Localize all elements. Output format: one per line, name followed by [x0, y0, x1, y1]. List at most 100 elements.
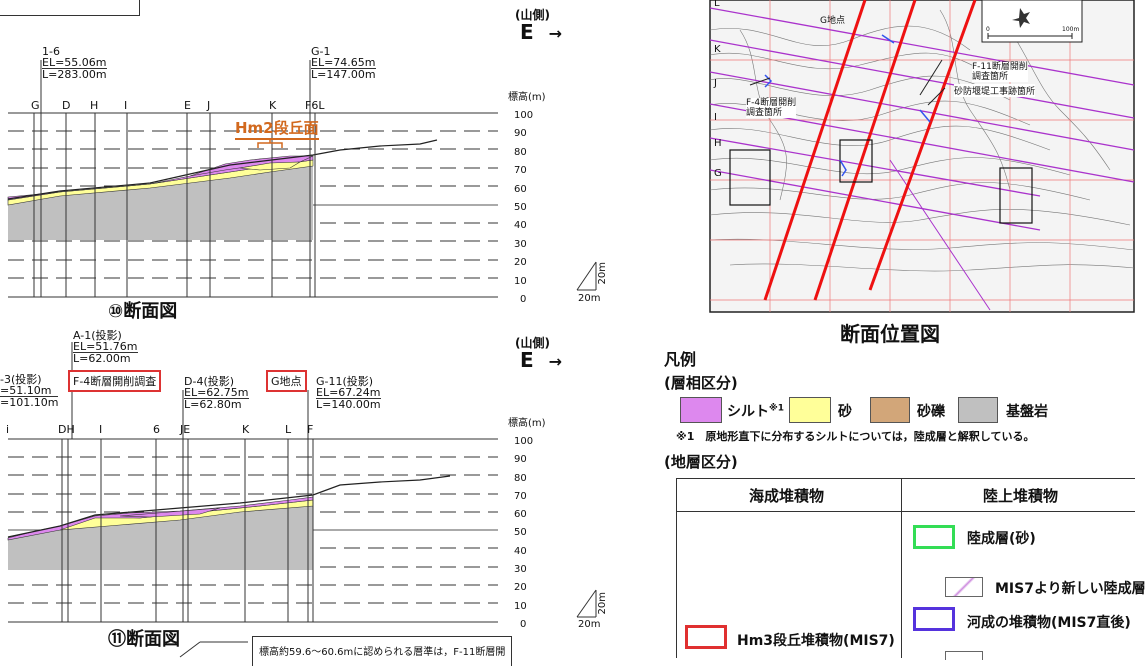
note-text: 標高約59.6～60.6mに認められる層準は，F-11断層開	[259, 647, 506, 658]
borehole-3: -3(投影) =51.10m =101.10m	[0, 373, 59, 408]
direction-indicator: E →	[520, 348, 562, 372]
tick-label: 10	[514, 600, 527, 612]
section-letter: L	[714, 0, 720, 9]
section-letter: G	[714, 168, 722, 179]
direction-indicator: E →	[520, 20, 562, 44]
tick-label: 30	[514, 564, 527, 576]
elevation-axis: 100 90 80 70 60 50 40 30 20 10 0	[514, 107, 533, 309]
tick-label: 70	[514, 490, 527, 502]
marine-label: Hm3段丘堆積物(MIS7)	[737, 633, 895, 649]
line-label: J	[207, 99, 211, 112]
tick-label: 60	[514, 509, 527, 521]
borehole-l: L=283.00m	[42, 68, 107, 81]
section-letter: H	[714, 138, 722, 149]
section-letter: I	[714, 112, 717, 123]
table-divider-h	[677, 511, 1135, 512]
terrestrial-label: 河成の堆積物(MIS7直後)	[967, 615, 1131, 631]
terrace-annotation: Hm2段丘面	[235, 117, 319, 140]
swatch-silt	[680, 397, 722, 423]
scale-horizontal: 20m	[578, 619, 601, 630]
line-label: G	[31, 99, 40, 112]
borehole-l: L=140.00m	[316, 398, 381, 411]
tick-label: 50	[514, 527, 527, 539]
terrestrial-label: 陸成層(砂)	[967, 531, 1036, 547]
map-label-sediment-work: 砂防堰堤工事跡箇所	[954, 84, 1036, 97]
tick-label: 70	[514, 165, 527, 177]
edge-label: i	[6, 423, 10, 436]
line-label: DH	[58, 423, 75, 436]
strata-title: (地層区分)	[664, 453, 738, 471]
map-label-g-point: G地点	[820, 16, 845, 26]
borehole-l: L=62.00m	[73, 352, 131, 365]
tick-label: 10	[514, 275, 527, 287]
section-10: 1-6 EL=55.06m L=283.00m G-1 EL=74.65m L=…	[0, 0, 608, 330]
header-box	[0, 0, 140, 16]
facies-label: 砂礫	[917, 404, 945, 420]
legend-footnote: ※1 原地形直下に分布するシルトについては，陸成層と解釈している。	[676, 430, 1035, 443]
elevation-title: 標高(m)	[508, 92, 546, 103]
arrow-right-icon: →	[548, 352, 563, 371]
map-label-f11: F-11断層開削 調査箇所	[972, 62, 1028, 82]
tick-label: 0	[520, 294, 527, 306]
tick-label: 90	[514, 454, 527, 466]
strata-table: 海成堆積物 陸上堆積物 Hm3段丘堆積物(MIS7) 陸成層(砂) MIS7より…	[676, 478, 1146, 660]
borehole-el: =51.10m	[0, 385, 59, 397]
tick-label: 20	[514, 582, 527, 594]
facies-label: シルト	[727, 404, 769, 420]
legend-title: 凡例	[664, 350, 697, 369]
terrestrial-label: MIS7より新しい陸成層	[995, 581, 1146, 597]
terrestrial-swatch-new	[945, 577, 983, 597]
g-point-label: G地点	[266, 370, 307, 392]
header-marine: 海成堆積物	[749, 487, 825, 505]
tick-label: 40	[514, 545, 527, 557]
line-label: 6	[153, 423, 160, 436]
borehole-el: EL=51.76m	[73, 340, 138, 353]
borehole-name: 1-6	[42, 45, 60, 58]
line-label: I	[124, 99, 128, 112]
tick-label: 80	[514, 472, 527, 484]
borehole-name: -3(投影)	[0, 373, 42, 386]
borehole-g-11: G-11(投影) EL=67.24m L=140.00m	[316, 376, 381, 410]
section-10-drawing	[7, 60, 597, 298]
elevation-axis: 100 90 80 70 60 50 40 30 20 10 0	[514, 433, 533, 634]
header-terrestrial: 陸上堆積物	[983, 487, 1059, 505]
scale-zero: 0	[986, 26, 990, 33]
table-divider-v	[901, 479, 902, 658]
f4-trench-label: F-4断層開削調査	[68, 370, 162, 392]
terrestrial-swatch-partial	[945, 651, 983, 660]
map-label-f4: F-4断層開削 調査箇所	[746, 98, 797, 118]
line-label: F	[307, 423, 314, 436]
note-box: 標高約59.6～60.6mに認められる層準は，F-11断層開	[252, 636, 512, 666]
scale-horizontal: 20m	[578, 293, 601, 304]
borehole-1-6: 1-6 EL=55.06m L=283.00m	[42, 46, 107, 80]
borehole-l: L=62.80m	[184, 398, 242, 411]
borehole-name: A-1(投影)	[73, 329, 122, 342]
tick-label: 20	[514, 257, 527, 269]
tick-label: 60	[514, 183, 527, 195]
elevation-title: 標高(m)	[508, 418, 546, 429]
facies-silt: シルト※1	[727, 401, 784, 421]
borehole-l: L=147.00m	[311, 68, 376, 81]
swatch-bedrock	[958, 397, 998, 423]
facies-label: 基盤岩	[1006, 404, 1048, 420]
facies-sup: ※1	[769, 403, 785, 414]
borehole-name: D-4(投影)	[184, 375, 235, 388]
swatch-sand	[789, 397, 831, 423]
borehole-name: G-1	[311, 45, 331, 58]
borehole-a-1: A-1(投影) EL=51.76m L=62.00m	[73, 330, 138, 364]
line-label: H	[90, 99, 99, 112]
borehole-el: EL=55.06m	[42, 56, 107, 69]
direction-label: (山側)	[515, 336, 550, 350]
section-letter: K	[714, 44, 721, 55]
direction-letter: E	[520, 20, 534, 44]
direction-letter: E	[520, 348, 534, 372]
line-label: K	[269, 99, 277, 112]
swatch-gravel	[870, 397, 910, 423]
tick-label: 30	[514, 238, 527, 250]
map-caption: 断面位置図	[840, 322, 940, 346]
line-label: D	[62, 99, 71, 112]
tick-label: 100	[514, 110, 534, 121]
borehole-el: EL=74.65m	[311, 56, 376, 69]
map-drawing	[709, 0, 1135, 313]
line-label: F6L	[305, 99, 325, 112]
